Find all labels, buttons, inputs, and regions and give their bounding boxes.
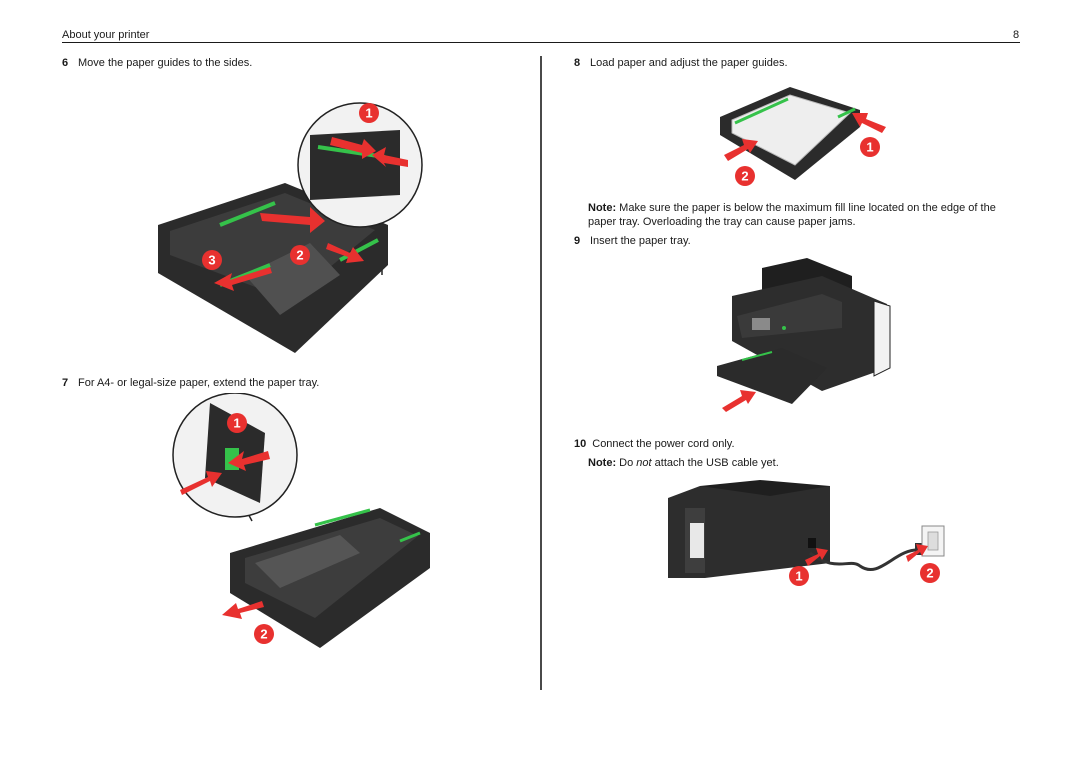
step-10: 10 Connect the power cord only.: [574, 437, 735, 451]
fig6-callout-1: 1: [365, 106, 372, 121]
step-6-number: 6: [62, 57, 69, 69]
fig10-callout-2: 2: [926, 566, 933, 581]
note-2-pre: Do: [619, 457, 637, 469]
step-9-number: 9: [574, 235, 581, 247]
step-6: 6 Move the paper guides to the sides.: [62, 56, 252, 70]
step-8-number: 8: [574, 57, 581, 69]
figure-move-paper-guides: 1 2 3: [158, 102, 423, 353]
step-9: 9 Insert the paper tray.: [574, 234, 691, 248]
fig7-callout-1: 1: [233, 416, 240, 431]
step-7-number: 7: [62, 377, 69, 389]
column-divider: [540, 56, 542, 690]
figure-extend-paper-tray: 1 2: [172, 393, 430, 648]
step-7-text: For A4- or legal-size paper, extend the …: [78, 377, 320, 389]
fig8-callout-1: 1: [866, 140, 873, 155]
note-2-label: Note:: [588, 457, 617, 469]
figure-insert-paper-tray: [717, 258, 891, 412]
figure-load-paper: 1 2: [720, 87, 886, 186]
fig6-callout-2: 2: [296, 248, 303, 263]
step-10-text: Connect the power cord only.: [592, 438, 735, 450]
step-6-text: Move the paper guides to the sides.: [78, 57, 253, 69]
step-8: 8 Load paper and adjust the paper guides.: [574, 56, 788, 70]
running-header-title: About your printer: [62, 29, 150, 41]
note-usb-cable: Note: Do not attach the USB cable yet.: [588, 456, 779, 470]
fig10-callout-1: 1: [795, 569, 802, 584]
step-10-number: 10: [574, 438, 587, 450]
note-2-emphasis: not: [636, 457, 652, 469]
note-1-text: Make sure the paper is below the maximum…: [588, 202, 996, 228]
figure-connect-power-cord: 1 2: [668, 480, 945, 586]
note-1-label: Note:: [588, 202, 617, 214]
step-7: 7 For A4- or legal-size paper, extend the…: [62, 376, 319, 390]
fig6-callout-3: 3: [208, 253, 215, 268]
fig8-callout-2: 2: [741, 169, 748, 184]
fig7-callout-2: 2: [260, 627, 267, 642]
step-8-text: Load paper and adjust the paper guides.: [590, 57, 788, 69]
page-number: 8: [1013, 29, 1020, 41]
note-paper-fill-line: Note: Make sure the paper is below the m…: [588, 201, 1020, 229]
step-9-text: Insert the paper tray.: [590, 235, 691, 247]
header-rule: [62, 42, 1020, 43]
note-2-post: attach the USB cable yet.: [651, 457, 779, 469]
